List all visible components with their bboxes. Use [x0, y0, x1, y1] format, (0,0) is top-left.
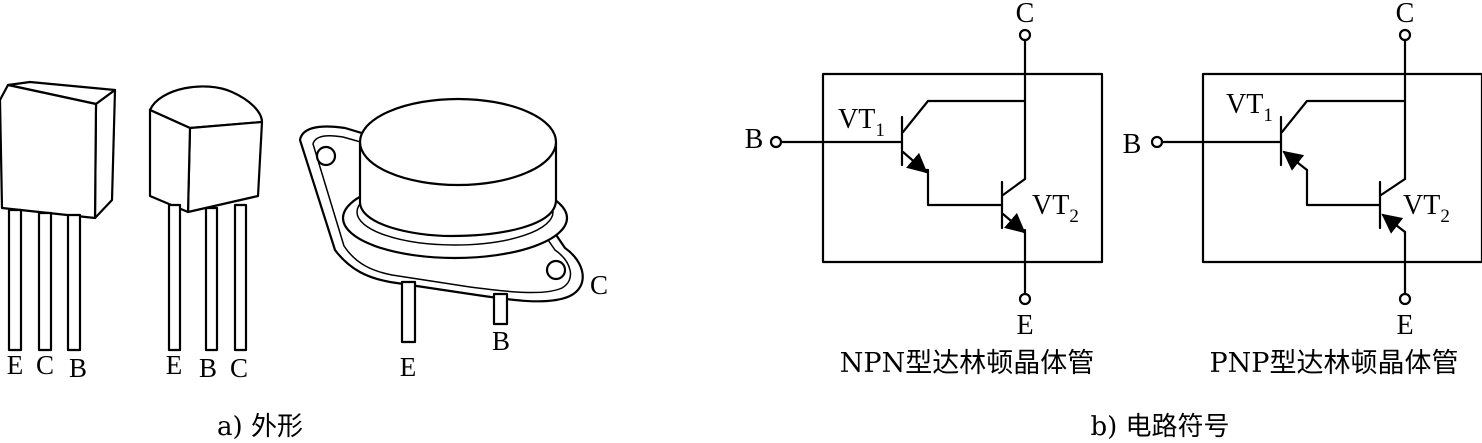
- package-2-pin-1: [167, 203, 182, 352]
- mounting-hole-right: [545, 259, 567, 281]
- pnp-collector-label: C: [1396, 0, 1415, 29]
- pnp-base-label: B: [1123, 129, 1142, 160]
- pnp-emitter-terminal: [1398, 292, 1412, 306]
- panel-a-packages: E C B E B C: [0, 80, 608, 442]
- package-2-pin-3-label: C: [230, 353, 248, 383]
- package-1-pin-1: [7, 208, 23, 352]
- can-top: [358, 97, 558, 187]
- pnp-vt1-sub: 1: [1263, 105, 1273, 126]
- npn-darlington-symbol: C B VT1 VT2 E NPN型达林顿晶体管: [745, 0, 1104, 379]
- npn-vt1-label: VT1: [838, 104, 885, 141]
- npn-emitter-terminal: [1018, 292, 1032, 306]
- package-3-collector-label: C: [590, 270, 608, 300]
- npn-vt1-emitter-arrow: [901, 150, 928, 174]
- package-2-pin-3: [233, 203, 248, 352]
- package-3-pin-emitter: [400, 280, 417, 344]
- package-1-pin-2-label: C: [36, 350, 54, 380]
- package-3-base-label: B: [492, 326, 510, 356]
- panel-b-caption: b) 电路符号: [1090, 412, 1229, 442]
- npn-base-label: B: [745, 124, 764, 155]
- package-3-pin-base: [492, 292, 509, 326]
- package-1-pin-2: [37, 211, 53, 352]
- pnp-vt1-label: VT1: [1226, 89, 1273, 126]
- npn-emitter-label: E: [1016, 310, 1033, 341]
- mounting-hole-left: [315, 145, 337, 167]
- npn-vt2-emitter-arrow: [1001, 212, 1026, 234]
- npn-collector-label: C: [1016, 0, 1035, 29]
- package-2-pin-1-label: E: [166, 350, 183, 380]
- package-1: E C B: [0, 80, 117, 383]
- npn-vt1-sub: 1: [875, 120, 885, 141]
- npn-title: NPN型达林顿晶体管: [840, 348, 1094, 379]
- panel-a-caption: a) 外形: [217, 412, 303, 442]
- npn-vt2-main: VT: [1032, 190, 1069, 221]
- pnp-vt2-label: VT2: [1403, 190, 1450, 227]
- pnp-package-box: [1201, 72, 1482, 264]
- pnp-title: PNP型达林顿晶体管: [1210, 348, 1459, 379]
- npn-package-box: [821, 72, 1104, 264]
- pnp-vt2-sub: 2: [1440, 206, 1450, 227]
- pnp-base-terminal: [1150, 135, 1164, 149]
- pnp-vt1-main: VT: [1226, 89, 1263, 120]
- package-2-pin-2: [204, 206, 219, 352]
- pnp-emitter-label: E: [1396, 310, 1413, 341]
- npn-vt1-main: VT: [838, 104, 875, 135]
- package-2-pin-2-label: B: [199, 353, 217, 383]
- package-2: E B C: [148, 85, 264, 383]
- pnp-vt2-main: VT: [1403, 190, 1440, 221]
- package-1-pin-3: [66, 213, 82, 352]
- package-1-pin-3-label: B: [69, 353, 87, 383]
- pnp-vt2-emitter-arrow: [1381, 213, 1407, 234]
- package-3: E B C: [298, 97, 608, 382]
- npn-base-terminal: [769, 135, 783, 149]
- package-1-pin-1-label: E: [7, 350, 24, 380]
- npn-vt2-sub: 2: [1069, 206, 1079, 227]
- pnp-darlington-symbol: C B VT1 VT2 E PNP型达林顿晶体管: [1123, 0, 1482, 379]
- pnp-collector-terminal: [1398, 28, 1412, 42]
- pnp-vt1-emitter-arrow: [1282, 150, 1309, 172]
- package-3-emitter-label: E: [400, 352, 417, 382]
- npn-vt2-label: VT2: [1032, 190, 1079, 227]
- npn-collector-terminal: [1018, 28, 1032, 42]
